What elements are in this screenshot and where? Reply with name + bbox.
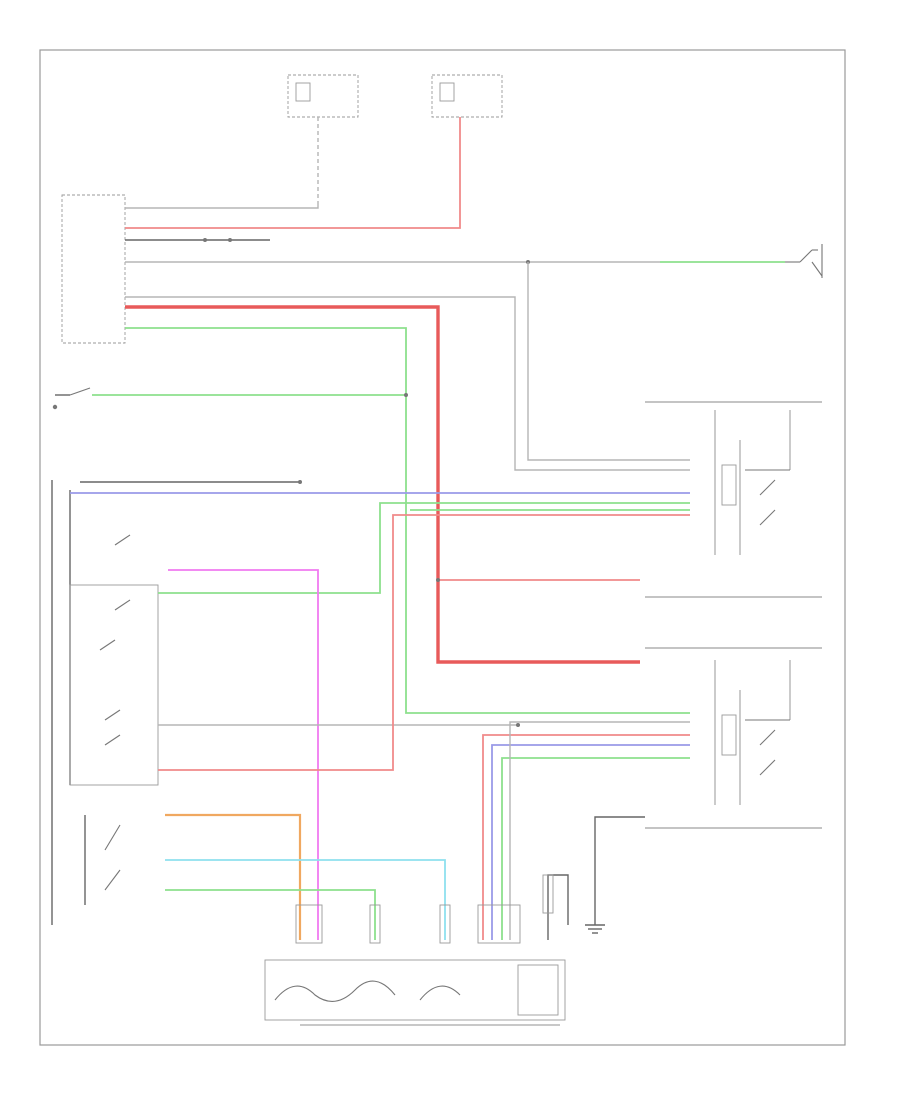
wire-bcm-red-thick xyxy=(125,305,640,664)
wire-bcm-green xyxy=(125,327,690,714)
wire-pass-motor-blue xyxy=(491,744,690,940)
wire-ground-right-2 xyxy=(547,874,569,940)
wire-pass-motor-gray xyxy=(509,721,690,940)
driver-door-switch xyxy=(785,244,823,278)
power-window-motor-bottom xyxy=(264,959,566,1021)
passenger-power-window-motor xyxy=(714,660,791,805)
wire-bcm-fuse-right xyxy=(125,117,461,229)
passenger-window-switch xyxy=(52,387,91,410)
wire-pass-motor-green xyxy=(501,757,690,940)
passenger-side-switch xyxy=(84,815,121,905)
bottom-connector-pins xyxy=(295,874,554,944)
driver-power-window-motor xyxy=(714,410,791,555)
wire-bcm-gray-long xyxy=(125,296,690,471)
power-window-main-switch xyxy=(51,480,159,925)
wire-main-red-b xyxy=(158,514,690,771)
bcm-module xyxy=(61,194,126,344)
wire-pass-sw-orange xyxy=(165,813,302,940)
wire-pass-motor-red xyxy=(482,734,690,940)
wire-ground-right xyxy=(594,816,645,925)
wire-main-green-a xyxy=(158,502,690,594)
wire-bcm-fuse-left xyxy=(125,205,319,209)
wire-bcm-gray-2 xyxy=(527,262,690,461)
fuse-box-right xyxy=(431,74,503,118)
wire-main-magenta xyxy=(168,569,319,940)
diagram-frame xyxy=(39,49,846,1046)
fuse-box-left xyxy=(287,74,359,205)
wire-pass-sw-green xyxy=(165,889,376,940)
ground-bottom-right xyxy=(585,924,605,934)
wire-pass-sw-cyan xyxy=(165,859,446,940)
